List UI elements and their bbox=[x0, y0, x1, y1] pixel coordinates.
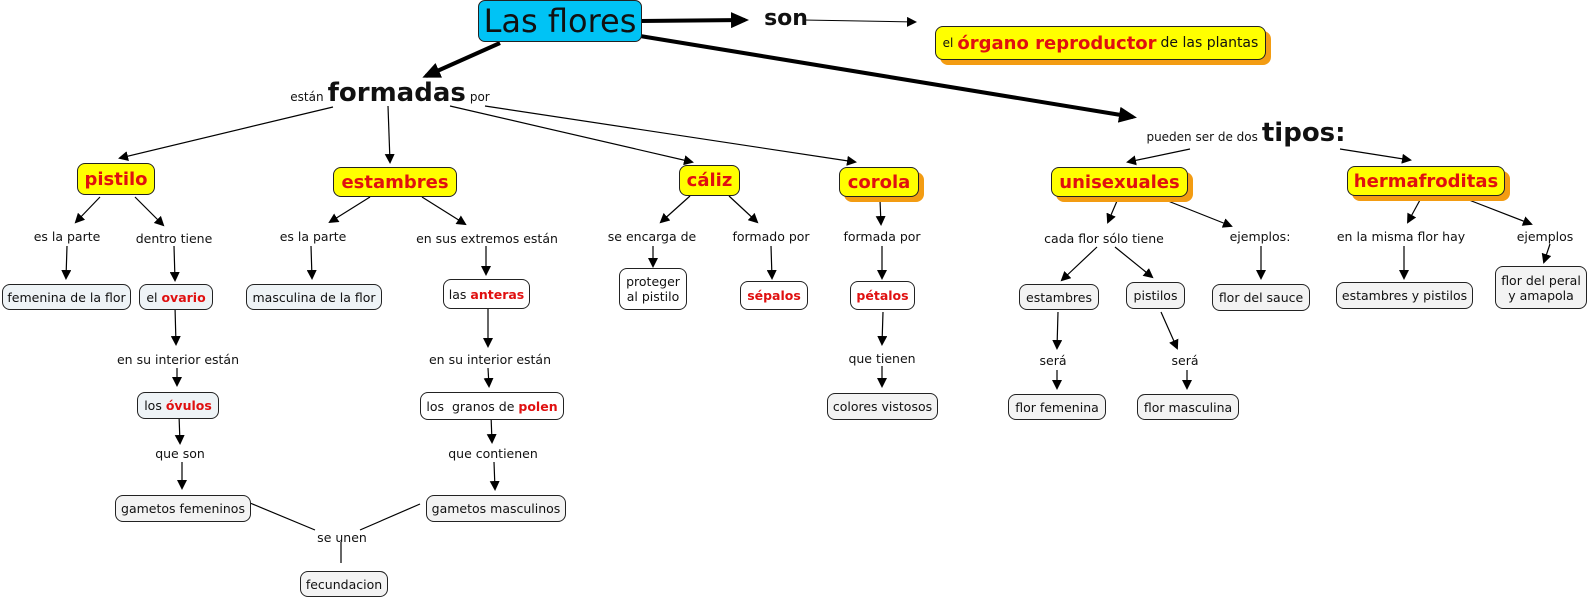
node-colores-vistosos[interactable]: colores vistosos bbox=[827, 393, 938, 420]
link-label-sera-2: será bbox=[1171, 353, 1199, 368]
node-corola[interactable]: corola bbox=[839, 167, 919, 197]
link-label-se-unen: se unen bbox=[317, 530, 367, 545]
link-label-formado-por: formado por bbox=[732, 229, 810, 244]
node-flor-del-sauce[interactable]: flor del sauce bbox=[1212, 284, 1310, 311]
node-flor-masculina[interactable]: flor masculina bbox=[1137, 394, 1239, 420]
node-pistilos-uni[interactable]: pistilos bbox=[1126, 282, 1185, 309]
link-label-que-contienen: que contienen bbox=[448, 446, 538, 461]
link-label-se-encarga-de: se encarga de bbox=[607, 229, 697, 244]
node-granos-de-polen[interactable]: los granos de polen bbox=[420, 392, 564, 420]
link-label-en-su-interior-2: en su interior están bbox=[428, 352, 552, 367]
link-label-que-tienen: que tienen bbox=[848, 351, 916, 366]
node-ovario[interactable]: el ovario bbox=[139, 284, 213, 310]
link-label-formada-por: formada por bbox=[843, 229, 921, 244]
link-label-dentro-tiene: dentro tiene bbox=[135, 231, 213, 246]
link-root-son bbox=[639, 12, 749, 29]
node-unisexuales[interactable]: unisexuales bbox=[1051, 167, 1188, 197]
link-root-tipos bbox=[639, 34, 1137, 123]
link-label-es-la-parte-2: es la parte bbox=[279, 229, 347, 244]
link-label-en-la-misma-flor-hay: en la misma flor hay bbox=[1336, 229, 1466, 244]
link-label-sera-1: será bbox=[1039, 353, 1067, 368]
node-flor-femenina[interactable]: flor femenina bbox=[1008, 394, 1106, 420]
node-petalos[interactable]: pétalos bbox=[850, 281, 915, 310]
link-label-ejemplos-herm: ejemplos bbox=[1516, 229, 1574, 244]
node-fecundacion[interactable]: fecundacion bbox=[300, 571, 388, 597]
link-label-ejemplos-uni: ejemplos: bbox=[1229, 229, 1291, 244]
link-label-son: son bbox=[764, 6, 808, 31]
definition-pre: el bbox=[942, 35, 954, 50]
node-femenina-de-la-flor[interactable]: femenina de la flor bbox=[2, 284, 131, 310]
definition-post: de las plantas bbox=[1160, 34, 1259, 51]
node-hermafroditas[interactable]: hermafroditas bbox=[1347, 166, 1505, 196]
link-label-tipos: pueden ser de dos tipos: bbox=[1146, 118, 1346, 148]
node-caliz[interactable]: cáliz bbox=[679, 165, 740, 196]
node-estambres-uni[interactable]: estambres bbox=[1019, 284, 1099, 310]
link-label-en-su-interior: en su interior están bbox=[116, 352, 240, 367]
definition-highlight: órgano reproductor bbox=[957, 32, 1157, 54]
node-anteras[interactable]: las anteras bbox=[443, 279, 530, 309]
link-label-en-sus-extremos: en sus extremos están bbox=[416, 231, 558, 246]
node-masculina-de-la-flor[interactable]: masculina de la flor bbox=[246, 284, 382, 310]
link-son-definition bbox=[802, 16, 917, 27]
root-node-las-flores[interactable]: Las flores bbox=[478, 0, 642, 42]
node-sepalos[interactable]: sépalos bbox=[740, 281, 808, 310]
link-label-que-son: que son bbox=[155, 446, 205, 461]
node-ovulos[interactable]: los óvulos bbox=[137, 392, 219, 419]
link-root-formadas bbox=[422, 41, 501, 78]
link-label-formadas: están formadas por bbox=[290, 78, 490, 108]
node-pistilo[interactable]: pistilo bbox=[77, 163, 155, 195]
node-estambres[interactable]: estambres bbox=[333, 167, 457, 197]
definition-node[interactable]: el órgano reproductor de las plantas bbox=[935, 26, 1266, 60]
node-estambres-y-pistilos[interactable]: estambres y pistilos bbox=[1336, 282, 1473, 309]
link-label-es-la-parte: es la parte bbox=[33, 229, 101, 244]
node-gametos-femeninos[interactable]: gametos femeninos bbox=[115, 495, 251, 522]
link-label-cada-flor-solo-tiene: cada flor sólo tiene bbox=[1044, 231, 1164, 246]
node-gametos-masculinos[interactable]: gametos masculinos bbox=[426, 495, 566, 522]
